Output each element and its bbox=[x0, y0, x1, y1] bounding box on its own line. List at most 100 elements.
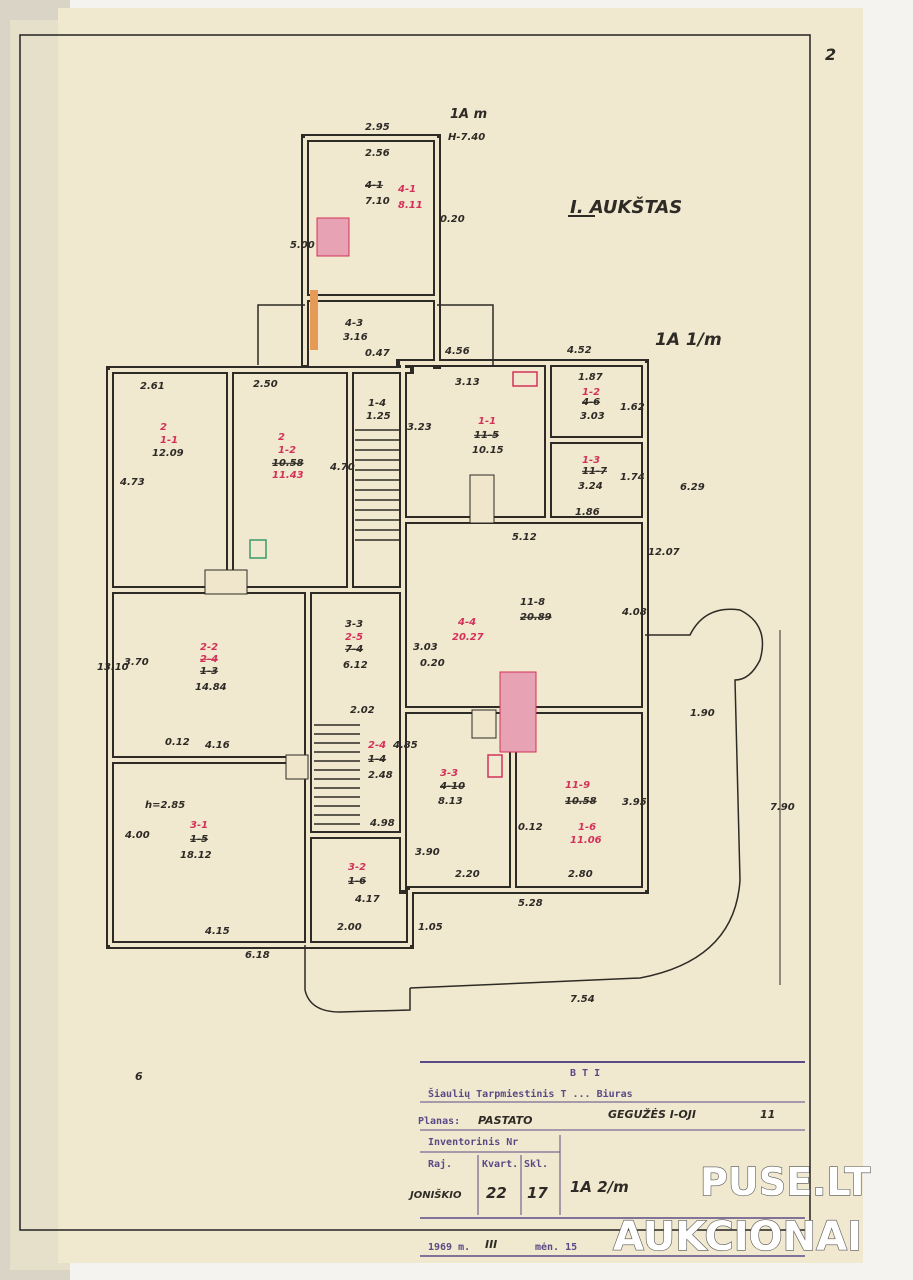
stamp-bureau: Šiaulių Tarpmiestinis T ... Biuras bbox=[428, 1087, 633, 1100]
dimension-label: 13.10 bbox=[97, 662, 129, 673]
terrace-outline bbox=[409, 608, 764, 989]
svg-text:4-3: 4-3 bbox=[344, 318, 363, 329]
svg-text:2.48: 2.48 bbox=[368, 770, 393, 781]
svg-text:4-6: 4-6 bbox=[581, 397, 600, 408]
stove-icon bbox=[285, 754, 309, 780]
house-number: 11 bbox=[760, 1108, 775, 1121]
annex-class-label: 1A m bbox=[450, 107, 487, 122]
svg-text:2-5: 2-5 bbox=[345, 632, 363, 643]
svg-text:14.84: 14.84 bbox=[195, 682, 227, 693]
watermark-line1: PUSE.LT bbox=[700, 1160, 870, 1204]
svg-text:10.15: 10.15 bbox=[472, 445, 504, 456]
room-4-10: 3-34-108.13 bbox=[438, 768, 465, 807]
stamp-plan-label: Planas: bbox=[418, 1116, 460, 1127]
dimension-label: 5.12 bbox=[512, 532, 537, 543]
stove-icon bbox=[469, 474, 495, 524]
dimension-label: 3.95 bbox=[622, 797, 647, 808]
room-11-5: 1-111-510.15 bbox=[472, 416, 504, 456]
svg-text:2-2: 2-2 bbox=[200, 642, 218, 653]
svg-text:1-6: 1-6 bbox=[348, 876, 366, 887]
svg-text:1-2: 1-2 bbox=[278, 445, 296, 456]
room-labels: 4-17.104-18.11 4-33.16 1-4 1.25 2 1-1 12.09… bbox=[145, 180, 607, 887]
annex-step-outline bbox=[257, 304, 494, 365]
sheet-frame bbox=[19, 34, 811, 1231]
room-4-3: 4-33.16 bbox=[343, 318, 368, 343]
dimension-label: 2.95 bbox=[365, 122, 390, 133]
svg-text:12.09: 12.09 bbox=[152, 448, 184, 459]
svg-text:4-10: 4-10 bbox=[439, 781, 465, 792]
dimension-label: 3.03 bbox=[413, 642, 438, 653]
svg-text:10.58: 10.58 bbox=[272, 458, 304, 469]
svg-text:1.25: 1.25 bbox=[366, 411, 391, 422]
svg-text:1-6: 1-6 bbox=[578, 822, 596, 833]
dimension-label: 0.20 bbox=[420, 658, 445, 669]
room-1-4: 1-4 1.25 bbox=[366, 398, 391, 422]
room-4-1: 4-17.104-18.11 bbox=[364, 180, 423, 211]
svg-text:2: 2 bbox=[278, 432, 285, 443]
dimension-label: 1.87 bbox=[578, 372, 603, 383]
svg-text:1-4: 1-4 bbox=[368, 754, 386, 765]
col-quarter: Kvart. bbox=[482, 1159, 518, 1170]
svg-text:1-2: 1-2 bbox=[582, 387, 600, 398]
dimension-label: 4.70 bbox=[329, 462, 355, 473]
svg-text:4-4: 4-4 bbox=[457, 617, 476, 628]
room-1-1: 21-112.09 bbox=[152, 422, 184, 459]
date-month: III bbox=[485, 1238, 497, 1251]
dimension-label: 0.12 bbox=[165, 737, 190, 748]
dimension-label: 5.28 bbox=[518, 898, 543, 909]
svg-text:20.27: 20.27 bbox=[452, 632, 484, 643]
dimension-label: 1.62 bbox=[620, 402, 645, 413]
watermark-line2: AUKCIONAI bbox=[613, 1214, 862, 1260]
svg-text:3-3: 3-3 bbox=[440, 768, 458, 779]
stamp-header: B T I bbox=[570, 1068, 600, 1079]
svg-text:h=2.85: h=2.85 bbox=[145, 800, 185, 811]
plan-value: PASTATO bbox=[478, 1114, 532, 1127]
svg-text:11-9: 11-9 bbox=[565, 780, 590, 791]
red-wc-marking bbox=[316, 217, 350, 257]
svg-text:1-4: 1-4 bbox=[368, 398, 386, 409]
svg-text:10.58: 10.58 bbox=[565, 796, 597, 807]
col-lot: Skl. bbox=[524, 1159, 548, 1170]
district-value: JONIŠKIO bbox=[408, 1187, 462, 1201]
svg-text:11-8: 11-8 bbox=[520, 597, 545, 608]
dimension-label: 2.02 bbox=[350, 705, 375, 716]
dimension-label: 7.54 bbox=[570, 994, 595, 1005]
svg-text:1-3: 1-3 bbox=[200, 666, 218, 677]
svg-text:1-3: 1-3 bbox=[582, 455, 600, 466]
side-note: 6 bbox=[135, 1070, 143, 1083]
dimension-label: 4.00 bbox=[124, 830, 150, 841]
hatched-wall bbox=[310, 290, 318, 350]
red-stove-icon bbox=[512, 371, 538, 387]
title-block: B T I Šiaulių Tarpmiestinis T ... Biuras… bbox=[408, 1061, 805, 1257]
dimension-label: 1.74 bbox=[620, 472, 645, 483]
dimension-label: 1.86 bbox=[575, 507, 600, 518]
stairs bbox=[314, 429, 400, 825]
dimension-label: 4.56 bbox=[444, 346, 470, 357]
dimension-label: 12.07 bbox=[648, 547, 680, 558]
svg-text:1-1: 1-1 bbox=[160, 435, 178, 446]
svg-text:3.24: 3.24 bbox=[578, 481, 603, 492]
room-11-7: 1-311-73.24 bbox=[578, 455, 607, 492]
stove-icon bbox=[471, 709, 497, 739]
floor-title: I. AUKŠTAS bbox=[570, 196, 682, 218]
dimension-label: 4.15 bbox=[204, 926, 230, 937]
room-2-4: 2-4 1-4 2.48 bbox=[368, 740, 393, 781]
street-value: GEGUŽĖS I-OJI bbox=[608, 1107, 696, 1121]
dimension-label: 4.73 bbox=[119, 477, 145, 488]
svg-text:3.03: 3.03 bbox=[580, 411, 605, 422]
room-11-9: 11-910.581-611.06 bbox=[565, 780, 602, 846]
room-3-2: 3-21-6 bbox=[348, 862, 366, 887]
walls bbox=[106, 134, 649, 949]
dimension-label: 4.85 bbox=[392, 740, 418, 751]
class-code: 1A 2/m bbox=[570, 1178, 629, 1196]
dimension-label: 6.18 bbox=[245, 950, 270, 961]
dimension-label: 4.98 bbox=[369, 818, 395, 829]
svg-text:2-4: 2-4 bbox=[200, 654, 218, 665]
svg-text:2-4: 2-4 bbox=[368, 740, 386, 751]
dimension-label: 3.90 bbox=[415, 847, 440, 858]
room-4-6: 1-24-6 3.03 bbox=[580, 387, 605, 422]
date-year: 1969 m. bbox=[428, 1242, 470, 1253]
dimension-label: 0.12 bbox=[518, 822, 543, 833]
